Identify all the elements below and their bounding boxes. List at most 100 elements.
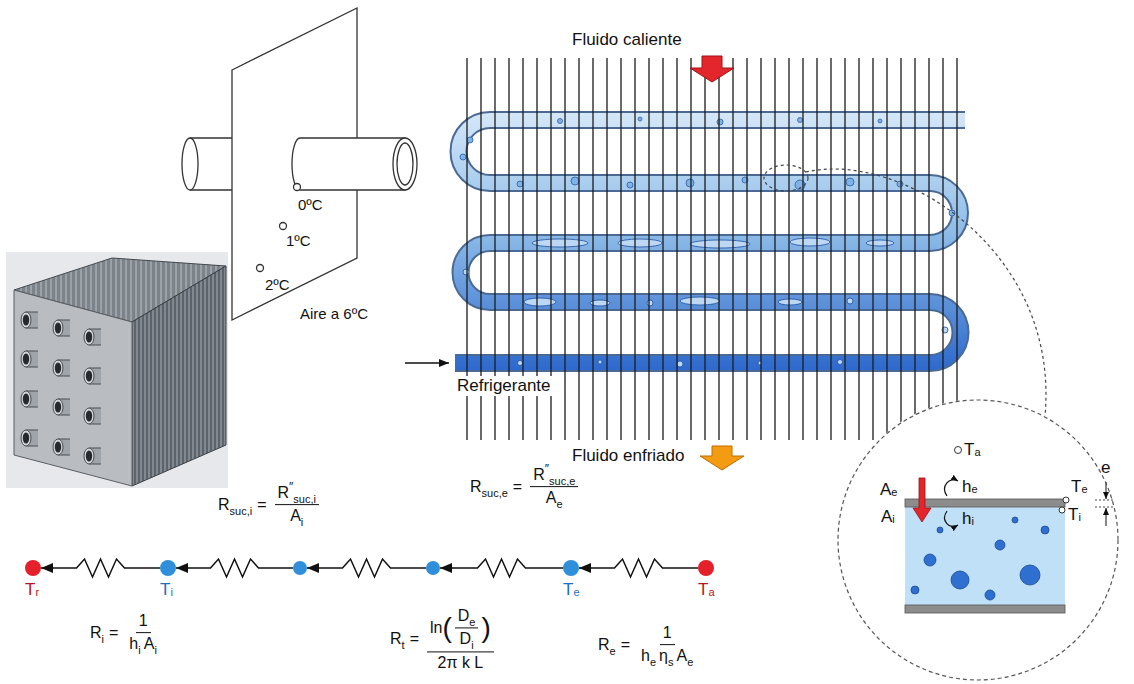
subscript: i [138, 644, 140, 657]
symbol-label: Te [563, 580, 580, 600]
formula-symbol: η [659, 648, 668, 666]
formula-symbol: 1 [139, 612, 148, 630]
zoom-outline [838, 400, 1118, 680]
subscript: a [974, 446, 980, 459]
subscript: e [891, 486, 897, 499]
denominator: hiAi [126, 634, 159, 654]
flow-label: Refrigerante [455, 376, 553, 396]
formula-symbol: R [218, 496, 230, 514]
symbol: A [880, 480, 891, 500]
symbol-label: Ta [964, 440, 981, 460]
air-label: Aire a 6ºC [300, 305, 368, 323]
temperature-node: Ta [698, 560, 714, 576]
formula-symbol: ln [430, 619, 442, 637]
formula-symbol: R [598, 636, 610, 654]
temperature-node: Tr [25, 560, 41, 576]
resistance-formula: Rsuc,i=R″suc,iAi [218, 484, 322, 526]
junction-node [426, 561, 440, 575]
subscript: e [573, 586, 579, 599]
formula-symbol: A [676, 648, 687, 666]
formula-symbol: A [546, 490, 557, 508]
temperature-node: Ti [160, 560, 176, 576]
zoom-outline [837, 399, 1119, 681]
symbol: T [1068, 505, 1078, 525]
symbol-label: Ai [881, 507, 895, 527]
symbol: e [1101, 458, 1110, 478]
resistance-formula: Rsuc,e=R″suc,eAe [470, 466, 581, 508]
symbol: h [962, 477, 971, 497]
subscript: i [971, 515, 973, 528]
numerator: 1 [660, 624, 675, 645]
resistance-formula: Rt=ln(DeDi)2π k L [390, 607, 497, 672]
subscript: i [1078, 511, 1080, 524]
subscript: e [610, 645, 616, 658]
symbol-label: e [1101, 458, 1110, 478]
formula-symbol: 2π k L [438, 654, 484, 672]
formula-symbol: R [533, 466, 545, 484]
symbol: T [25, 580, 35, 600]
superscript: ″ [545, 463, 549, 477]
symbol: T [1071, 477, 1081, 497]
thermal-resistance [440, 559, 563, 577]
symbol: T [160, 580, 170, 600]
subscript: suc,i [230, 505, 253, 518]
superscript: ″ [289, 481, 293, 495]
subscript: r [35, 586, 39, 599]
formula-symbol: D [458, 607, 470, 625]
denominator: Ae [543, 488, 566, 508]
subscript: i [471, 640, 473, 653]
subscript: suc,e [482, 487, 508, 500]
symbol-label: Tr [25, 580, 39, 600]
fraction: ln(DeDi)2π k L [427, 607, 494, 672]
thermal-resistance [579, 559, 698, 577]
numerator: R″suc,i [275, 484, 319, 505]
subscript: e [557, 498, 563, 511]
formula-symbol: h [129, 636, 138, 654]
subscript: i [102, 633, 104, 646]
subscript: suc,e [549, 475, 575, 488]
subscript: e [1081, 483, 1087, 496]
numerator: ln(DeDi) [427, 607, 494, 652]
formula-symbol: R [470, 478, 482, 496]
parenthesis: ( [442, 614, 451, 642]
symbol-label: Te [1071, 477, 1088, 497]
subscript: e [650, 656, 656, 669]
equals-sign: = [410, 631, 419, 649]
numerator: R″suc,e [530, 466, 578, 487]
numerator: 1 [136, 612, 151, 633]
subscript: i [170, 586, 172, 599]
symbol-label: hi [962, 509, 974, 529]
resistance-formula: Re=1heηsAe [598, 624, 699, 666]
symbol-label: Ta [698, 580, 715, 600]
symbol-label: he [962, 477, 978, 497]
subscript: suc,i [293, 493, 316, 506]
symbol-label: Ti [1068, 505, 1081, 525]
fin-tube-sketch [182, 8, 417, 320]
resistance-formula: Ri=1hiAi [90, 612, 163, 654]
exchanger-photo [6, 252, 228, 488]
thermal-resistance [307, 559, 426, 577]
fraction: DeDi [455, 607, 479, 649]
denominator: 2π k L [435, 652, 487, 672]
fraction: R″suc,eAe [530, 466, 578, 508]
formula-symbol: R [390, 631, 402, 649]
parenthesis: ) [481, 614, 490, 642]
numerator: De [455, 607, 479, 628]
formula-symbol: A [290, 508, 301, 526]
denominator: Ai [287, 506, 306, 526]
flow-label: Fluido enfriado [570, 446, 686, 466]
junction-node [293, 561, 307, 575]
equals-sign: = [109, 624, 118, 642]
temperature-label: 2ºC [265, 276, 290, 294]
subscript: e [687, 656, 693, 669]
denominator: Di [457, 629, 477, 649]
symbol: T [698, 580, 708, 600]
symbol: T [563, 580, 573, 600]
formula-symbol: D [460, 631, 472, 649]
temperature-node: Te [563, 560, 579, 576]
formula-symbol: h [641, 648, 650, 666]
symbol: h [962, 509, 971, 529]
subscript: i [154, 644, 156, 657]
